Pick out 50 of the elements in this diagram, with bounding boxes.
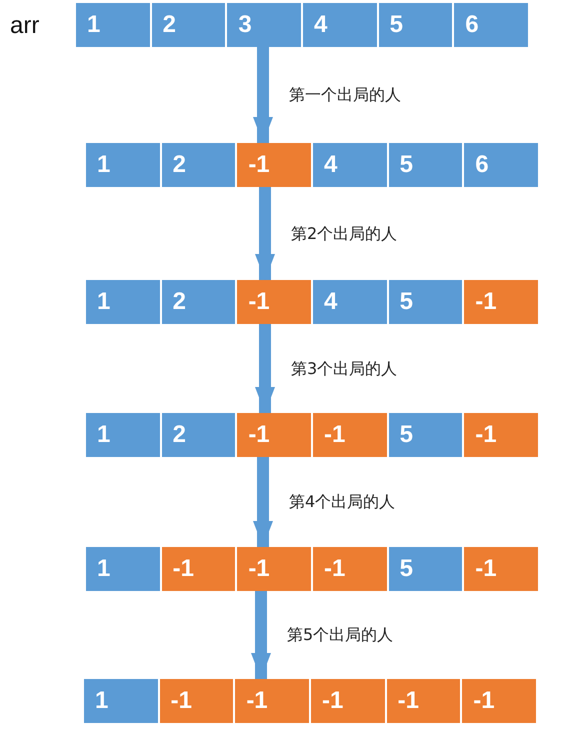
array-cell: -1 xyxy=(464,547,540,591)
array-cell: -1 xyxy=(310,679,387,723)
array-cell: -1 xyxy=(237,413,313,457)
array-cell: 1 xyxy=(84,679,160,723)
array-cell: 5 xyxy=(388,143,464,187)
array-cell: 5 xyxy=(388,413,464,457)
edge-label: 第2个出局的人 xyxy=(291,224,398,244)
array-cell: -1 xyxy=(160,679,236,723)
array-cell: -1 xyxy=(235,679,311,723)
array-cell: 6 xyxy=(464,143,540,187)
array-cell: 5 xyxy=(378,3,454,47)
array-cell: -1 xyxy=(464,280,540,324)
array-name: arr xyxy=(10,12,40,40)
array-cell: -1 xyxy=(312,547,389,591)
array-cell: 1 xyxy=(86,280,162,324)
array-cell: 1 xyxy=(76,3,152,47)
arrow xyxy=(253,47,273,143)
array-cell: 2 xyxy=(162,413,238,457)
array-cell: 1 xyxy=(86,547,162,591)
arrow xyxy=(255,187,275,280)
array-cell: -1 xyxy=(464,413,540,457)
array-cell: -1 xyxy=(462,679,538,723)
array-cell: -1 xyxy=(237,280,313,324)
array-bar xyxy=(86,280,540,324)
array-bar xyxy=(84,679,538,723)
array-bar xyxy=(86,547,540,591)
array-cell: 3 xyxy=(227,3,303,47)
array-bar xyxy=(86,413,540,457)
array-bar xyxy=(76,3,530,47)
arrow xyxy=(255,324,275,413)
array-cell: 2 xyxy=(152,3,228,47)
edge-label: 第3个出局的人 xyxy=(291,358,398,380)
array-cell: -1 xyxy=(162,547,238,591)
arrow xyxy=(253,457,273,547)
array-cell: 5 xyxy=(388,547,464,591)
array-cell: 1 xyxy=(86,143,162,187)
array-cell: 4 xyxy=(312,280,389,324)
array-cell: -1 xyxy=(386,679,462,723)
array-cell: 5 xyxy=(388,280,464,324)
array-cell: -1 xyxy=(237,547,313,591)
array-cell: 6 xyxy=(454,3,530,47)
array-cell: -1 xyxy=(312,413,389,457)
array-cell: 1 xyxy=(86,413,162,457)
arrow xyxy=(251,591,271,679)
array-cell: -1 xyxy=(237,143,313,187)
array-bar xyxy=(86,143,540,187)
array-cell: 2 xyxy=(162,280,238,324)
array-cell: 2 xyxy=(162,143,238,187)
array-cell: 4 xyxy=(312,143,389,187)
array-cell: 4 xyxy=(302,3,379,47)
